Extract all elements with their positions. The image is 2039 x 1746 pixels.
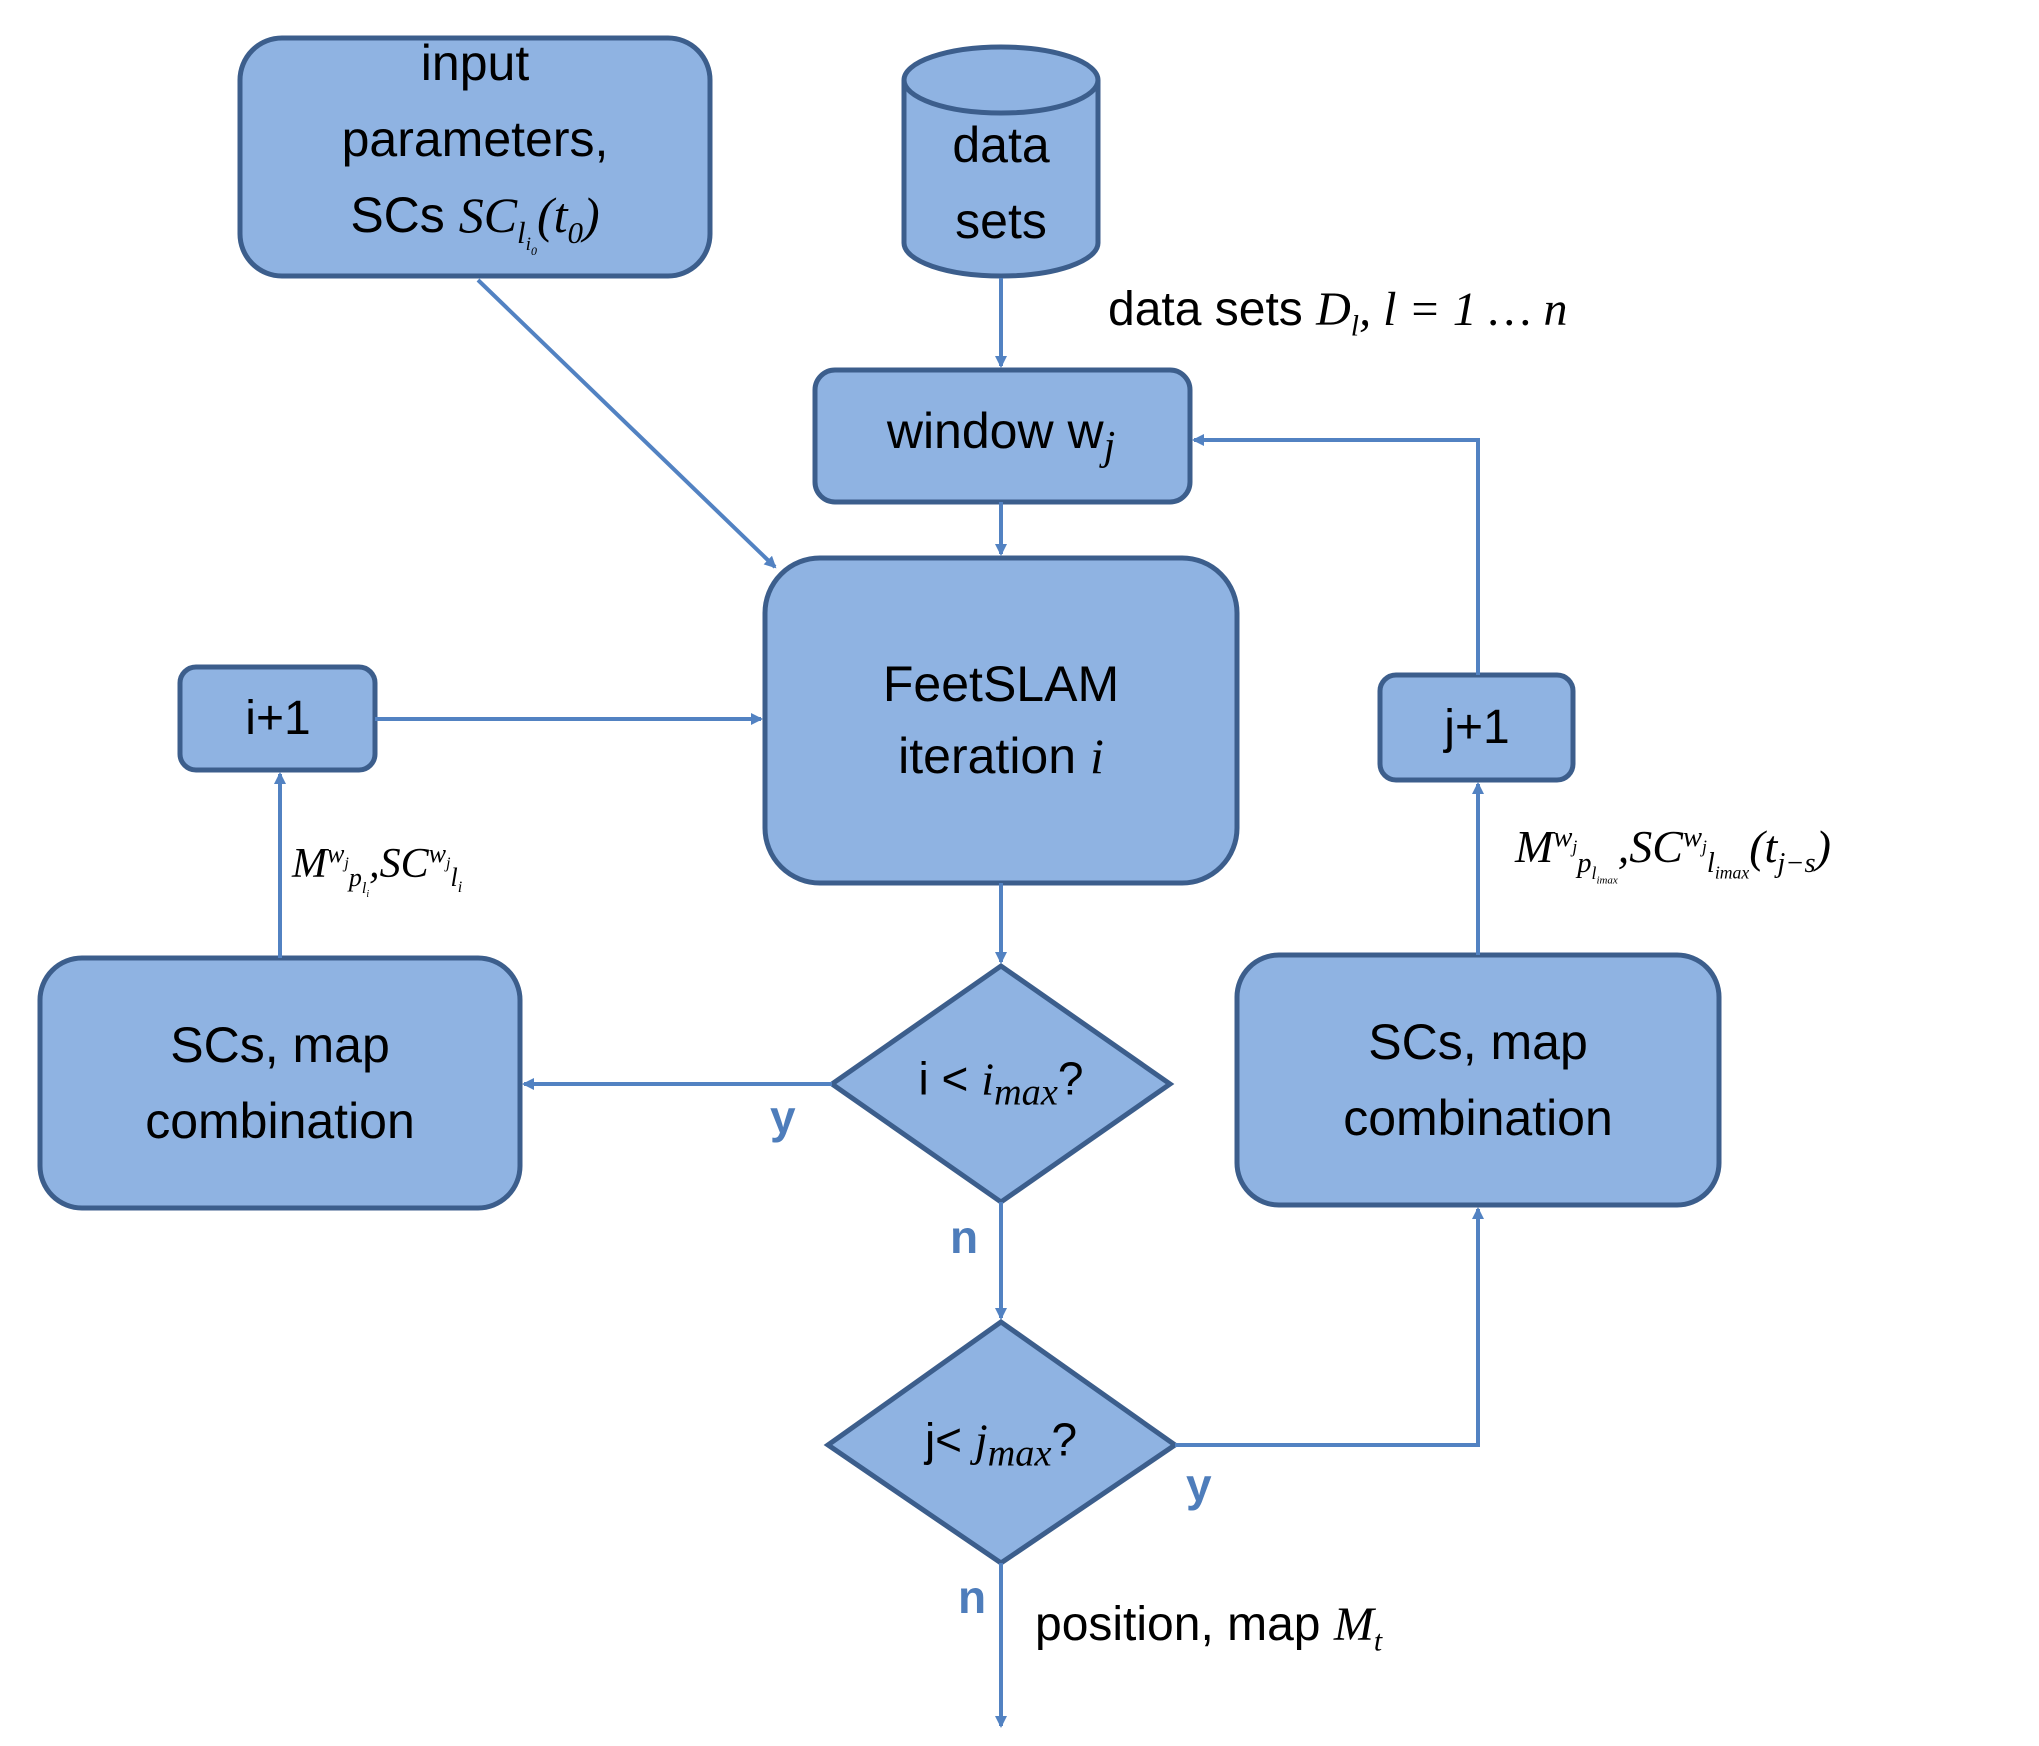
decision-j-sub: max [987,1432,1052,1475]
sc-sub-0: 0 [531,244,537,259]
right-M-sub: p [1577,848,1592,880]
right-t-open: (t [1749,821,1778,872]
right-SC: SC [1629,821,1683,872]
decision-i-var: i [981,1053,994,1105]
data-sets-cylinder [901,44,1101,279]
t0-sub: 0 [567,214,584,250]
decision-i-suffix: ? [1057,1052,1084,1105]
arrow-jplus1-to-window [1192,434,1480,675]
decision-j-prefix: j< [924,1413,975,1466]
output-label: position, map Mt [1035,1595,1382,1660]
right-SC-sub: l [1706,848,1715,880]
branch-label-n-j: n [958,1571,987,1623]
left-M-sub-sub: l [361,879,367,897]
data-sets-annotation-prefix: data sets [1108,283,1317,336]
decision-i-sub: max [993,1071,1058,1114]
feetslam-iteration-var: i [1089,728,1104,784]
sc-map-left-text: SCs, map combination [145,1007,415,1159]
input-parameters-line3: SCs SCli0(t0) [342,177,609,289]
sc-sub-i: i [525,234,532,256]
left-SC-sup-sub: j [446,855,451,873]
output-math: Mt [1333,1598,1382,1658]
left-M-sup-sub: j [344,855,349,873]
data-sets-range: , l = 1 … n [1359,283,1568,336]
right-t-sub: j−s [1777,848,1816,880]
left-sep: , [369,841,380,887]
right-SC-sup-sub: j [1701,836,1707,857]
right-SC-sub-sub: imax [1714,862,1750,883]
window-text: window wj [887,400,1115,472]
data-sets-line1: data [952,117,1050,173]
sc-symbol: SC [458,186,518,243]
right-edge-label: Mwjplimax,SCwjlimax(tj−s) [1515,818,1831,888]
j-plus-1-text: j+1 [1444,701,1510,754]
left-M-sub: p [348,863,362,893]
decision-j-suffix: ? [1051,1413,1078,1466]
data-sets-annotation-math: Dl, l = 1 … n [1316,283,1568,343]
left-M: M [292,841,327,887]
input-parameters-text: input parameters, SCs SCli0(t0) [342,25,609,289]
output-prefix: position, map [1035,1598,1334,1651]
left-edge-label: Mwjpli,SCwjli [292,838,462,901]
right-M: M [1515,821,1554,872]
window-label: window w [886,402,1104,459]
feetslam-line2: iteration i [883,720,1119,792]
data-sets-text: data sets [952,107,1049,259]
right-sep: , [1617,821,1630,872]
right-M-sub-sub: l [1591,862,1597,883]
input-parameters-sc-math: SCli0(t0) [458,186,600,258]
t0-open: (t [536,186,568,243]
decision-i-prefix: i < [918,1052,982,1105]
right-M-sup: w [1553,821,1573,853]
input-parameters-line1: input [420,34,530,91]
sc-map-right-text: SCs, map combination [1343,1004,1613,1156]
output-M: M [1333,1598,1374,1651]
decision-i-text: i < imax? [919,1050,1084,1117]
left-SC: SC [379,841,429,887]
output-M-sub: t [1373,1624,1383,1658]
feetslam-text: FeetSLAM iteration i [883,648,1119,792]
t0-close: ) [583,186,600,243]
left-SC-sub-sub: i [457,879,463,897]
data-sets-annotation: data sets Dl, l = 1 … n [1108,280,1567,345]
sc-map-right-line1: SCs, map [1368,1014,1588,1070]
input-parameters-scs-prefix: SCs [350,186,459,243]
input-parameters-line2: parameters, [341,110,609,167]
left-M-sub-sub-sub: i [366,888,370,900]
D-symbol: D [1316,283,1351,336]
D-sub: l [1350,309,1360,343]
right-SC-sup: w [1682,821,1702,853]
feetslam-iteration-label: iteration [898,728,1090,784]
data-sets-line2: sets [955,193,1047,249]
sc-map-left-line2: combination [145,1093,415,1149]
sc-map-right-line2: combination [1343,1090,1613,1146]
left-M-sup: w [327,839,345,868]
branch-label-n-i: n [950,1211,979,1263]
left-SC-sup: w [428,839,447,868]
branch-label-y-j: y [1186,1459,1212,1511]
feetslam-line1: FeetSLAM [882,656,1120,712]
arrow-decision-j-yes [1175,1207,1484,1447]
decision-j-var: j [974,1414,988,1466]
sc-map-left-line1: SCs, map [170,1017,390,1073]
right-M-sub-sub-sub: imax [1596,874,1618,887]
branch-label-y-i: y [770,1091,796,1143]
right-M-sup-sub: j [1572,836,1578,857]
arrow-input-to-feetslam [476,278,777,569]
decision-j-text: j< jmax? [925,1411,1077,1478]
window-sub-j: j [1103,422,1116,469]
input-parameters-box [237,35,713,279]
right-t-close: ) [1815,821,1831,872]
left-SC-sub: l [450,863,458,893]
sc-sub-l: l [517,214,526,250]
i-plus-1-text: i+1 [245,692,311,745]
